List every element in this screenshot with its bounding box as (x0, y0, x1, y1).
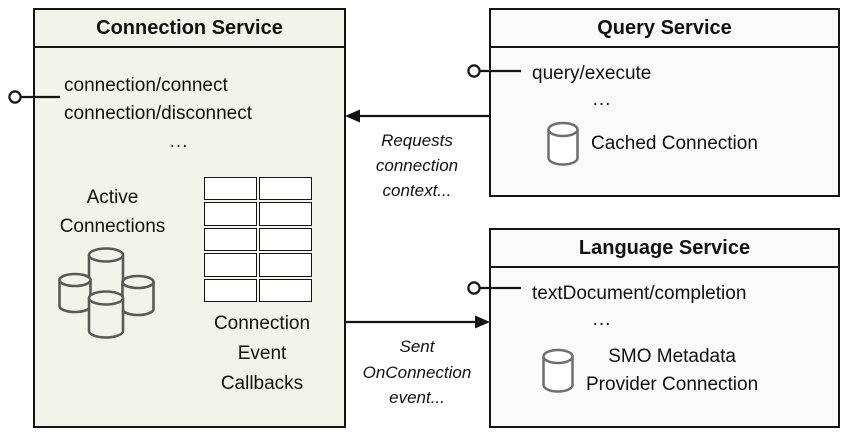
table-cell (259, 278, 312, 302)
callbacks-label-line3: Callbacks (220, 373, 304, 394)
query-service-title: Query Service (597, 17, 732, 39)
methods-ellipsis: ... (592, 309, 612, 330)
method-query-execute: query/execute (532, 63, 652, 84)
query-service-header: Query Service (491, 10, 838, 48)
table-cell (204, 177, 257, 201)
annotation-line: Sent (399, 337, 435, 356)
table-cell (259, 253, 312, 277)
smo-metadata-provider-connection-item: SMO Metadata Provider Connection (541, 343, 758, 399)
table-cell (204, 202, 257, 226)
table-cell (259, 202, 312, 226)
annotation-line: event... (389, 388, 445, 407)
method-connection-connect: connection/connect (64, 75, 228, 96)
annotation-line: OnConnection (362, 362, 472, 382)
query-service-methods: query/execute ... (532, 61, 672, 113)
method-connection-disconnect: connection/disconnect (64, 103, 253, 124)
table-cell (259, 177, 312, 201)
language-service-methods: textDocument/completion ... (532, 281, 746, 333)
requests-connection-context-annotation: Requests connection context... (350, 128, 484, 203)
methods-ellipsis: ... (169, 131, 189, 152)
cached-connection-label: Cached Connection (591, 133, 758, 154)
connection-service-header: Connection Service (35, 10, 344, 48)
smo-label-line2: Provider Connection (586, 374, 759, 395)
sent-onconnection-event-arrow (346, 315, 490, 329)
database-cluster-icon (58, 247, 155, 339)
annotation-line: connection (375, 156, 459, 175)
callbacks-label-line1: Connection (213, 313, 311, 334)
language-service-header: Language Service (491, 230, 838, 268)
methods-ellipsis: ... (592, 89, 612, 110)
table-cell (259, 227, 312, 252)
table-cell (204, 227, 257, 252)
connection-event-callbacks-label: Connection Event Callbacks (187, 309, 337, 399)
method-textdocument-completion: textDocument/completion (532, 283, 747, 304)
annotation-line: context... (382, 181, 452, 200)
language-service-box: Language Service textDocument/completion… (489, 228, 840, 428)
callbacks-label-line2: Event (237, 343, 287, 364)
connection-service-methods: connection/connect connection/disconnect… (64, 72, 294, 156)
language-service-title: Language Service (578, 237, 751, 259)
cached-connection-item: Cached Connection (546, 120, 758, 168)
table-cell (204, 253, 257, 277)
active-connections-label: Active Connections (45, 183, 180, 241)
smo-label-line1: SMO Metadata (608, 346, 736, 367)
connection-service-title: Connection Service (96, 17, 283, 39)
table-cell (204, 278, 257, 302)
active-connections-label-line1: Active (86, 187, 139, 208)
query-service-box: Query Service query/execute ... Cached C… (489, 8, 840, 197)
database-cylinder-icon (542, 348, 574, 393)
database-cylinder-icon (547, 121, 579, 166)
connection-service-box: Connection Service connection/connect co… (33, 8, 346, 428)
smo-metadata-label: SMO Metadata Provider Connection (586, 343, 758, 399)
sent-onconnection-event-annotation: Sent OnConnection event... (345, 334, 489, 411)
requests-connection-context-arrow (345, 109, 489, 123)
active-connections-label-line2: Connections (59, 216, 166, 237)
annotation-line: Requests (381, 131, 453, 150)
connection-event-callbacks-table (204, 177, 312, 302)
